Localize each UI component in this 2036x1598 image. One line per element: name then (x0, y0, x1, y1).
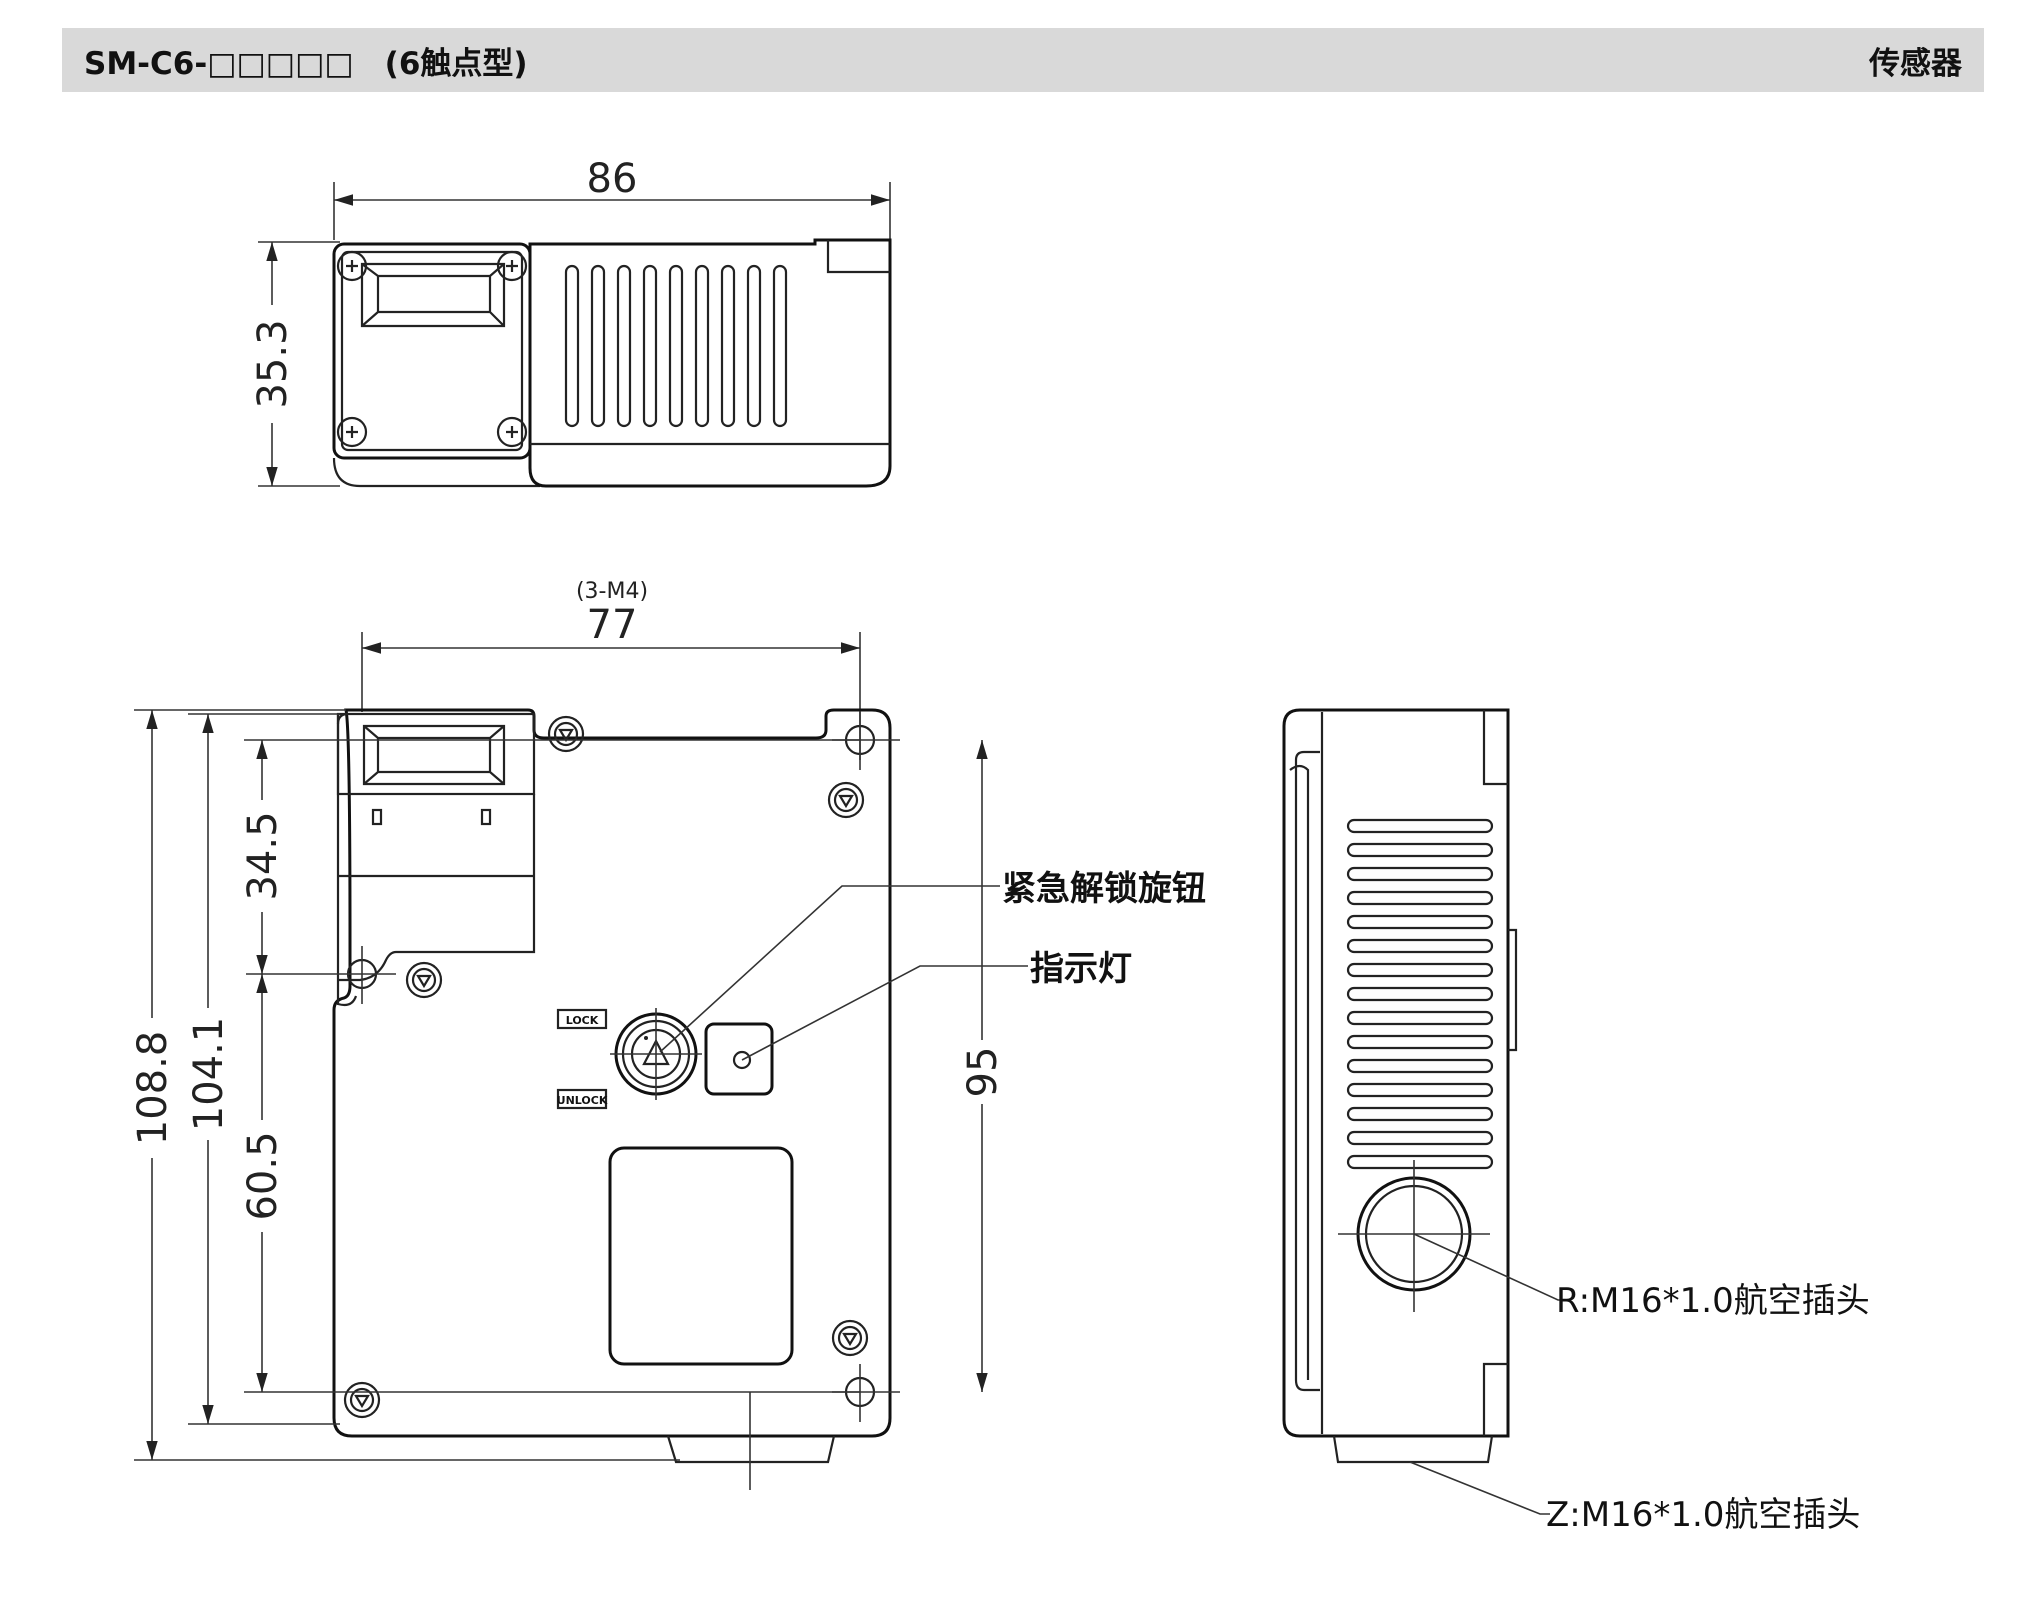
vent-slots (564, 264, 788, 428)
triangle-screw-icon (827, 781, 865, 819)
side-view: R:M16*1.0航空插头 Z:M16*1.0航空插头 (1282, 708, 1870, 1535)
screw-icon (496, 416, 528, 448)
triangle-screw-icon (405, 961, 443, 999)
r-connector-icon (1338, 1160, 1490, 1312)
side-body (1282, 708, 1510, 1438)
screw-icon (336, 416, 368, 448)
dim-35-3-label: 35.3 (250, 319, 296, 408)
dim-60-5-label: 60.5 (240, 1131, 286, 1220)
dim-108-8-label: 108.8 (130, 1031, 176, 1146)
page-title: SM-C6-□□□□□ (6触点型) (84, 45, 528, 82)
category-label: 传感器 (1869, 45, 1962, 82)
side-vent-slots (1346, 818, 1494, 1170)
dim-86-label: 86 (587, 156, 638, 202)
r-connector-callout: R:M16*1.0航空插头 (1556, 1281, 1870, 1321)
hole-note-label: (3-M4) (576, 579, 648, 604)
triangle-screw-icon (831, 1319, 869, 1357)
front-view: (3-M4) 77 (130, 579, 1206, 1490)
top-view: 86 35.3 (250, 156, 892, 488)
indicator-lamp-icon (704, 1022, 774, 1096)
dim-104-1-label: 104.1 (186, 1017, 232, 1132)
dim-34-5-label: 34.5 (240, 811, 286, 900)
dim-95-label: 95 (960, 1047, 1006, 1098)
emergency-knob-icon[interactable] (610, 1008, 702, 1100)
lock-mark (556, 1008, 608, 1030)
label-area (608, 1146, 794, 1366)
dim-77-label: 77 (587, 602, 638, 648)
triangle-screw-icon (547, 715, 585, 753)
emergency-knob-callout: 紧急解锁旋钮 (1002, 869, 1206, 909)
screw-icon (336, 250, 368, 282)
z-connector (1332, 1435, 1494, 1464)
front-window (362, 724, 506, 786)
unlock-mark (556, 1088, 608, 1110)
top-right-body (528, 238, 892, 488)
lock-label: LOCK (566, 1014, 599, 1027)
indicator-callout: 指示灯 (1030, 949, 1132, 989)
mount-hole-icon (246, 946, 396, 1004)
bottom-connector (666, 1435, 836, 1464)
screw-icon (496, 250, 528, 282)
unlock-label: UNLOCK (557, 1094, 608, 1107)
front-body (332, 708, 892, 1438)
page-header: SM-C6-□□□□□ (6触点型) 传感器 (62, 28, 1984, 92)
z-connector-callout: Z:M16*1.0航空插头 (1546, 1495, 1860, 1535)
triangle-screw-icon (343, 1381, 381, 1419)
